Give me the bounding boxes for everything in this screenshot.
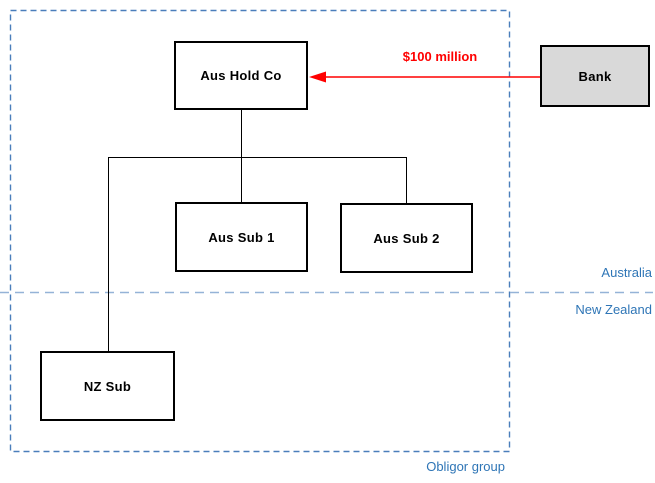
box-aus-hold-co: Aus Hold Co: [174, 41, 308, 110]
loan-arrow-head-icon: [309, 71, 326, 83]
australia-region-label: Australia: [601, 265, 652, 280]
box-aus-sub-1: Aus Sub 1: [175, 202, 308, 272]
box-nz-sub: NZ Sub: [40, 351, 175, 421]
box-bank-label: Bank: [578, 68, 612, 84]
new-zealand-region-label: New Zealand: [575, 302, 652, 317]
box-aus-hold-co-label: Aus Hold Co: [200, 68, 282, 83]
obligor-group-label: Obligor group: [426, 459, 505, 474]
box-bank: Bank: [540, 45, 650, 107]
box-aus-sub-1-label: Aus Sub 1: [208, 229, 275, 245]
box-aus-sub-2: Aus Sub 2: [340, 203, 473, 273]
box-aus-sub-2-label: Aus Sub 2: [373, 230, 440, 246]
loan-amount-label: $100 million: [402, 49, 478, 64]
box-nz-sub-label: NZ Sub: [83, 378, 132, 394]
